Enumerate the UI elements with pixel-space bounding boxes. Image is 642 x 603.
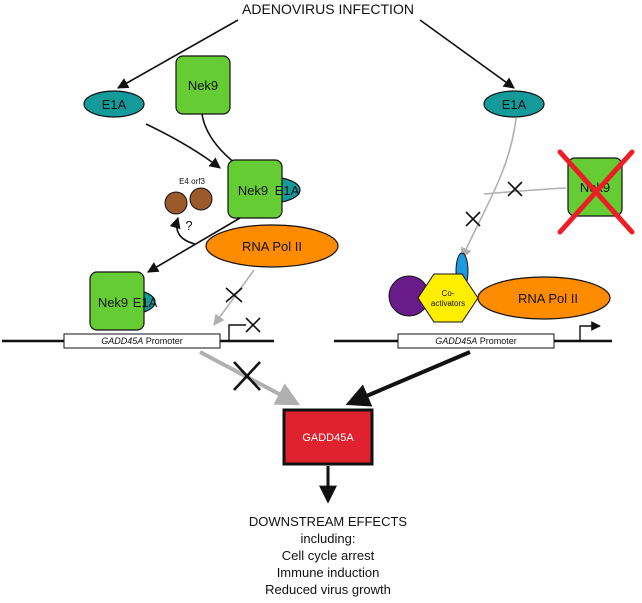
tss-left (228, 324, 246, 341)
arrow-nek9-to-complex (201, 113, 237, 165)
tss-right (579, 321, 601, 341)
e4orf3-circle-2 (189, 187, 213, 211)
question-mark: ? (185, 218, 192, 233)
rna-pol-right-label: RNA Pol II (518, 291, 578, 306)
bound-nek9-e1a: Nek9 E1A (89, 271, 158, 331)
arrow-title-to-e1a-right (419, 19, 515, 89)
downstream-effect-item: Cell cycle arrest (282, 548, 375, 563)
downstream-including: including: (301, 531, 356, 546)
promoter-label-left: GADD45A Promoter (101, 336, 183, 346)
cross-nek9-right-line (507, 181, 523, 197)
arrow-right-to-gadd45a (345, 350, 471, 407)
arrow-title-to-e1a-left (117, 19, 239, 89)
cross-rnapol-left (225, 287, 243, 303)
nek9-top-node: Nek9 (175, 55, 231, 115)
rna-pol-left-node: RNA Pol II (205, 224, 339, 268)
e1a-right-label: E1A (502, 97, 527, 112)
e1a-left-node: E1A (83, 90, 145, 118)
downstream-effect-item: Reduced virus growth (265, 582, 391, 597)
cross-tss-left (245, 317, 261, 333)
gray-arrow-e1a-right (461, 117, 517, 260)
downstream-heading: DOWNSTREAM EFFECTS (249, 514, 407, 529)
title-text: ADENOVIRUS INFECTION (242, 1, 414, 17)
gadd45a-label: GADD45A (302, 432, 354, 444)
promoter-box-right: GADD45A Promoter (397, 333, 555, 349)
bound-e1a-label: E1A (133, 295, 158, 310)
rna-pol-left-label: RNA Pol II (242, 239, 302, 254)
nek9-e1a-complex: Nek9 E1A (227, 159, 301, 219)
promoter-label-right: GADD45A Promoter (435, 336, 517, 346)
downstream-effect-item: Immune induction (277, 565, 380, 580)
arrow-complex-to-bound (147, 217, 241, 273)
nek9-complex-label: Nek9 (238, 183, 268, 198)
arrow-e1a-to-complex (145, 123, 221, 169)
e4orf3-circle-1 (164, 191, 188, 215)
e1a-left-label: E1A (102, 97, 127, 112)
e4orf3-label: E4 orf3 (179, 177, 205, 186)
coactivators-line1: Co- (442, 289, 455, 298)
arrow-to-e4orf3 (169, 216, 196, 245)
gray-line-nek9-right (483, 187, 567, 195)
cross-to-gadd45a (233, 361, 261, 391)
promoter-box-left: GADD45A Promoter (63, 333, 221, 349)
e1a-complex-label: E1A (275, 183, 300, 198)
gadd45a-box: GADD45A (282, 408, 374, 466)
cross-e1a-right (465, 211, 481, 227)
red-cross-nek9 (557, 149, 635, 235)
bound-nek9-label: Nek9 (98, 295, 128, 310)
coactivators-line2: activators (431, 299, 465, 308)
coactivators-node: Co- activators (417, 273, 479, 323)
e1a-right-node: E1A (483, 90, 545, 118)
rna-pol-right-node: RNA Pol II (455, 252, 611, 320)
blocked-arrow-rnapol-left (213, 269, 255, 326)
nek9-top-label: Nek9 (188, 78, 218, 93)
